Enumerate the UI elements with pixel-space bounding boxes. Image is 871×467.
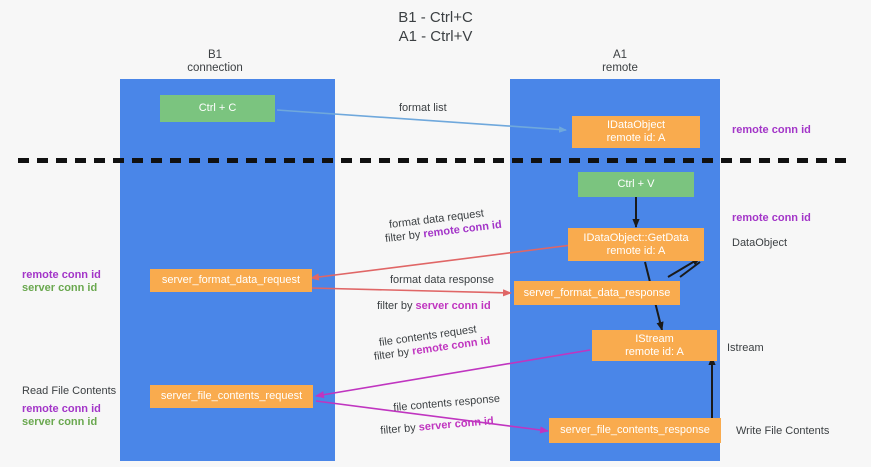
- arrow-label-format-data-response-filter: filter by server conn id: [377, 299, 491, 313]
- node-idataobject-line-1: IDataObject: [606, 119, 666, 131]
- column-header-a1-name: A1: [612, 49, 628, 61]
- arrow-label-file-contents-response-filter-prefix: filter by: [379, 421, 420, 438]
- node-server-format-data-request[interactable]: server_format_data_request: [150, 269, 312, 292]
- label-left-mid-server-conn-id: server conn id: [22, 282, 98, 294]
- phase-divider: [18, 158, 853, 163]
- label-dataobject: DataObject: [732, 237, 788, 249]
- node-server-file-contents-response-label: server_file_contents_response: [560, 424, 710, 436]
- label-remote-conn-id-top: remote conn id: [732, 124, 811, 136]
- arrow-label-format-data-response-filter-key: server conn id: [415, 300, 491, 312]
- node-idataobject-line-2: remote id: A: [606, 132, 666, 144]
- node-getdata[interactable]: IDataObject::GetData remote id: A: [568, 228, 704, 261]
- node-server-file-contents-response[interactable]: server_file_contents_response: [549, 418, 721, 443]
- column-header-a1-role: remote: [602, 62, 638, 74]
- wire-format-list: [276, 109, 567, 133]
- wire-format-data-request: [310, 244, 573, 281]
- label-left-bottom-remote-conn-id: remote conn id: [22, 403, 101, 415]
- node-server-file-contents-request-label: server_file_contents_request: [160, 390, 303, 402]
- column-header-b1: B1 connection: [155, 49, 275, 75]
- diagram-title: B1 - Ctrl+C A1 - Ctrl+V: [0, 8, 871, 46]
- label-left-mid-remote-conn-id: remote conn id: [22, 269, 101, 281]
- node-istream-line-2: remote id: A: [625, 345, 684, 358]
- node-getdata-line-1: IDataObject::GetData: [583, 231, 689, 244]
- node-getdata-line-2: remote id: A: [606, 244, 666, 257]
- arrow-label-format-data-response-filter-prefix: filter by: [377, 300, 416, 312]
- node-istream[interactable]: IStream remote id: A: [592, 330, 717, 361]
- title-line-1: B1 - Ctrl+C: [398, 9, 473, 26]
- wire-format-data-response: [310, 287, 512, 297]
- label-istream: Istream: [727, 342, 764, 354]
- label-left-bottom-server-conn-id: server conn id: [22, 416, 98, 428]
- arrow-label-format-data-response: format data response: [390, 274, 494, 286]
- column-header-a1: A1 remote: [560, 49, 680, 75]
- node-server-format-data-response[interactable]: server_format_data_response: [514, 281, 680, 305]
- node-ctrl-v[interactable]: Ctrl + V: [578, 172, 694, 197]
- node-server-format-data-request-label: server_format_data_request: [161, 274, 301, 286]
- node-ctrl-v-label: Ctrl + V: [617, 178, 655, 190]
- node-ctrl-c-label: Ctrl + C: [198, 102, 237, 114]
- label-read-file-contents: Read File Contents: [22, 385, 117, 397]
- label-remote-conn-id-mid: remote conn id: [732, 212, 811, 224]
- column-header-b1-role: connection: [187, 62, 243, 74]
- label-write-file-contents: Write File Contents: [736, 425, 830, 437]
- title-line-2: A1 - Ctrl+V: [398, 28, 473, 45]
- node-server-format-data-response-label: server_format_data_response: [523, 286, 671, 299]
- wire-file-contents-request: [315, 349, 591, 399]
- wire-file-contents-response: [315, 400, 549, 434]
- node-ctrl-c[interactable]: Ctrl + C: [160, 95, 275, 122]
- node-idataobject[interactable]: IDataObject remote id: A: [572, 116, 700, 148]
- arrow-label-format-list: format list: [399, 102, 447, 114]
- wire-response-to-getdata-2: [667, 257, 701, 278]
- node-istream-line-1: IStream: [635, 332, 674, 345]
- node-server-file-contents-request[interactable]: server_file_contents_request: [150, 385, 313, 408]
- column-header-b1-name: B1: [207, 49, 223, 61]
- right-margin-cover: [720, 79, 871, 461]
